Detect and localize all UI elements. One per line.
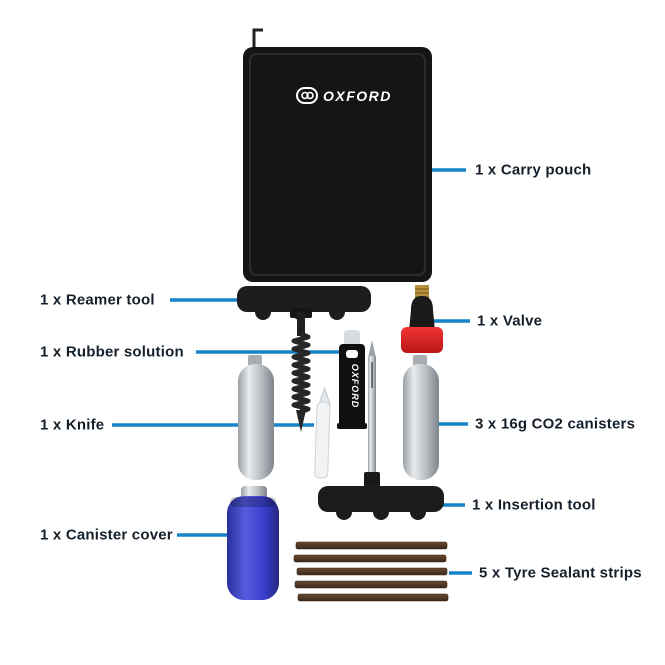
label-valve: 1 x Valve [477,312,543,330]
label-reamer-tool: 1 x Reamer tool [40,291,155,309]
sealant-strip [295,541,448,550]
canister-cover-graphic [227,486,279,600]
brand-text: OXFORD [323,88,392,104]
label-insertion-tool: 1 x Insertion tool [472,496,596,514]
label-sealant-strips: 5 x Tyre Sealant strips [479,564,642,582]
pouch-hanger-hook [252,28,263,47]
carry-pouch-graphic: OXFORD [243,28,432,282]
tube-logo [346,350,358,358]
sealant-strip [294,580,448,589]
valve-graphic [401,285,443,353]
sealant-strip [297,593,449,602]
insertion-tool-graphic [318,340,444,520]
label-carry-pouch: 1 x Carry pouch [475,161,592,179]
label-rubber-solution: 1 x Rubber solution [40,343,184,361]
brand-logo: OXFORD [296,87,392,104]
co2-canister-left [238,355,274,480]
pouch-body [243,47,432,282]
rubber-solution-graphic: OXFORD [337,330,367,429]
sealant-strip [296,567,448,576]
label-knife: 1 x Knife [40,416,105,434]
valve-red-base [401,327,443,353]
sealant-strips-graphic [293,541,449,602]
tube-brand-text: OXFORD [350,364,360,409]
label-co2-canisters: 3 x 16g CO2 canisters [475,415,636,433]
reamer-tool-graphic [237,286,371,432]
sealant-strip [293,554,447,563]
needle-eye [371,362,373,388]
reamer-spiral [291,331,311,415]
label-canister-cover: 1 x Canister cover [40,526,173,544]
knife-graphic [314,386,331,479]
pouch-stitching [249,53,426,276]
co2-canister-right [403,355,439,480]
